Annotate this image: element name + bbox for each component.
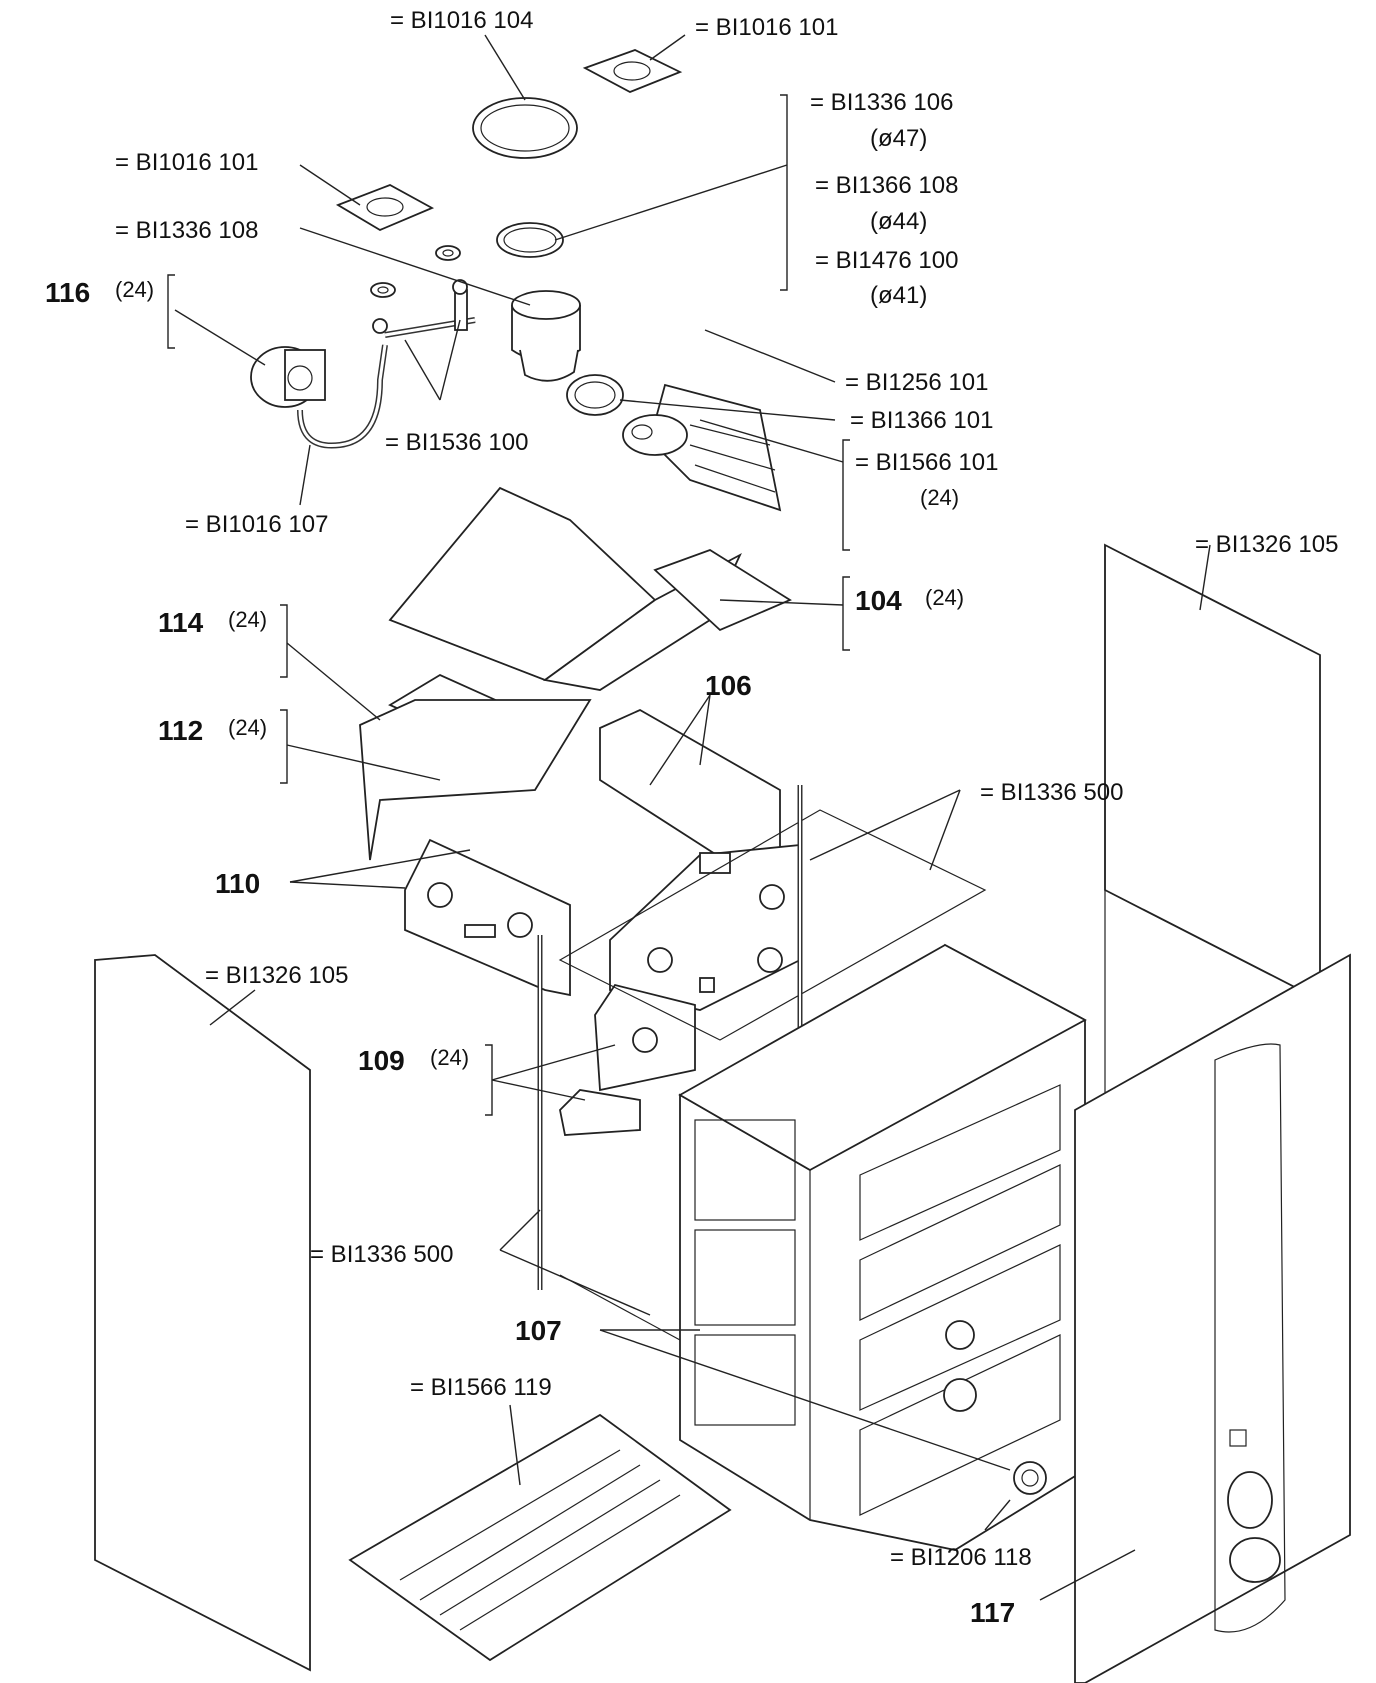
label-ring-a-dia: (ø47) (870, 125, 927, 152)
side-plate-106 (599, 708, 781, 872)
part-qty-104: (24) (925, 585, 964, 610)
part-number-117: 117 (970, 1597, 1015, 1628)
label-fan: = BI1566 101 (855, 449, 998, 476)
pressure-switch (250, 346, 326, 408)
front-panel-117 (1074, 953, 1351, 1683)
casing-107 (678, 943, 1087, 1551)
nut-upper (435, 245, 461, 261)
label-top-ring: = BI1016 104 (390, 7, 533, 34)
left-gasket (335, 184, 435, 232)
label-ring-b: = BI1366 108 (815, 172, 958, 199)
label-collar: = BI1366 101 (850, 407, 993, 434)
nut-lower (370, 282, 396, 298)
label-left-gasket: = BI1016 101 (115, 149, 258, 176)
label-fan-qty: (24) (920, 485, 959, 510)
label-top-gasket: = BI1016 101 (695, 14, 838, 41)
label-nozzle: = BI1536 100 (385, 429, 528, 456)
label-seal-right: = BI1336 500 (980, 779, 1123, 806)
side-plate-110 (404, 838, 571, 997)
part-number-114: 114 (158, 607, 204, 638)
labels: = BI1016 104 = BI1016 101 = BI1016 101 =… (45, 7, 1338, 1628)
plate-109 (559, 983, 696, 1136)
label-side-panel-left: = BI1326 105 (205, 962, 348, 989)
label-side-panel-right: = BI1326 105 (1195, 531, 1338, 558)
left-side-panel (94, 954, 311, 1672)
combustion-chamber (609, 844, 801, 1011)
label-adapter: = BI1336 108 (115, 217, 258, 244)
part-number-112: 112 (158, 715, 203, 746)
part-number-104: 104 (855, 585, 902, 616)
top-ring (472, 97, 578, 159)
part-qty-114: (24) (228, 607, 267, 632)
deflector-112 (359, 699, 592, 861)
fan-unit (622, 383, 782, 512)
label-ring-b-dia: (ø44) (870, 208, 927, 235)
label-ring-a: = BI1336 106 (810, 89, 953, 116)
burner-grid (348, 1413, 732, 1662)
label-tube: = BI1016 107 (185, 511, 328, 538)
part-qty-112: (24) (228, 715, 267, 740)
flue-adapter (511, 290, 581, 382)
part-number-110: 110 (215, 868, 260, 899)
collar (566, 374, 624, 416)
label-ring-c: = BI1476 100 (815, 247, 958, 274)
label-ring-c-dia: (ø41) (870, 282, 927, 309)
label-grommet: = BI1206 118 (890, 1544, 1032, 1571)
part-qty-116: (24) (115, 277, 154, 302)
label-grid: = BI1566 119 (410, 1374, 552, 1401)
hood-assembly (388, 486, 792, 691)
label-hose: = BI1256 101 (845, 369, 988, 396)
part-number-106: 106 (705, 670, 752, 701)
part-number-107: 107 (515, 1315, 562, 1346)
label-seal-left: = BI1336 500 (310, 1241, 453, 1268)
part-qty-109: (24) (430, 1045, 469, 1070)
leader-lines (167, 34, 1211, 1601)
part-number-109: 109 (358, 1045, 405, 1076)
sealing-ring (496, 222, 564, 258)
part-number-116: 116 (45, 277, 90, 308)
top-gasket (582, 49, 683, 93)
